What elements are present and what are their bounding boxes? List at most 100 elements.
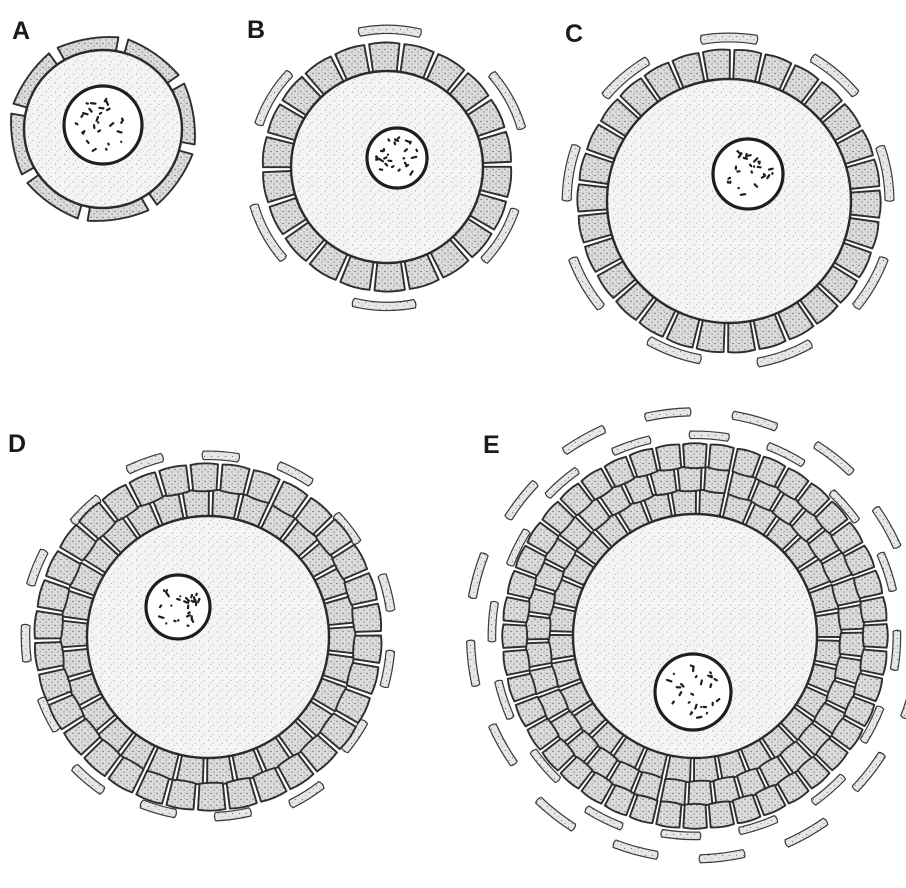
granulosa-cell [263, 137, 294, 167]
granulosa-cell [579, 213, 612, 243]
granulosa-cell [630, 449, 658, 477]
panel-e: E [467, 408, 906, 863]
granulosa-cell [504, 597, 530, 622]
granulosa-cell [577, 184, 608, 211]
granulosa-cell [840, 633, 865, 657]
granulosa-cell [207, 756, 233, 784]
nucleus-a [64, 86, 142, 164]
theca-cell [488, 602, 498, 642]
chromatin-mark [712, 702, 714, 706]
granulosa-cell [688, 781, 712, 806]
chromatin-mark [736, 170, 740, 172]
theca-cell [732, 411, 777, 430]
granulosa-cell [480, 167, 511, 197]
granulosa-cell [220, 465, 249, 495]
theca-cell [563, 426, 606, 455]
granulosa-cell [34, 611, 62, 638]
theca-cell [613, 840, 658, 859]
theca-cell [358, 25, 421, 37]
chromatin-mark [676, 686, 682, 688]
nucleus-d [146, 575, 210, 639]
granulosa-cell [860, 597, 886, 622]
theca-cell [505, 481, 538, 520]
theca-cell [645, 408, 691, 421]
panel-label-e: E [483, 431, 500, 459]
granulosa-cell [678, 466, 702, 491]
granulosa-cell [863, 624, 888, 648]
granulosa-cell [508, 571, 536, 599]
granulosa-cell [39, 669, 71, 701]
granulosa-cell [159, 465, 189, 496]
theca-cell [202, 451, 239, 462]
granulosa-cell [502, 624, 527, 648]
granulosa-cell [198, 783, 226, 811]
granulosa-cell [166, 780, 195, 810]
theca-cell [21, 624, 31, 662]
theca-cell [378, 574, 395, 611]
granulosa-cell [548, 635, 574, 660]
panel-label-b: B [247, 16, 265, 44]
chromatin-mark [735, 165, 738, 170]
granulosa-cell [345, 573, 377, 605]
panel-label-d: D [8, 430, 26, 458]
chromatin-mark [191, 615, 193, 621]
granulosa-cell [353, 636, 381, 663]
granulosa-cell [703, 50, 730, 81]
theca-cell [891, 630, 901, 670]
granulosa-cell [369, 42, 399, 72]
granulosa-cell [630, 795, 658, 823]
theca-cell [814, 442, 854, 476]
granulosa-cell [733, 449, 761, 477]
panel-b: B [247, 16, 526, 311]
granulosa-cell [60, 621, 88, 648]
chromatin-mark [387, 154, 389, 156]
granulosa-cell [479, 132, 511, 163]
theca-cell [873, 507, 901, 549]
panel-c: C [562, 20, 894, 367]
granulosa-cell [850, 191, 881, 218]
panel-label-c: C [565, 20, 583, 48]
granulosa-cell [352, 604, 381, 632]
granulosa-cell [709, 445, 734, 471]
granulosa-cell [728, 321, 755, 352]
theca-cell [489, 724, 517, 766]
oocyte-d [87, 516, 329, 758]
theca-cell [689, 431, 729, 441]
granulosa-cell [709, 801, 734, 827]
granulosa-cell [347, 663, 379, 694]
panel-label-a: A [12, 17, 30, 45]
granulosa-cell [227, 778, 257, 809]
theca-cell [469, 553, 489, 598]
theca-cell [699, 850, 745, 863]
theca-cell [852, 752, 885, 791]
theca-cell [901, 673, 906, 718]
panel-a: A [11, 17, 195, 221]
granulosa-cell [846, 160, 879, 190]
chromatin-mark [692, 667, 694, 672]
granulosa-cell [525, 616, 550, 640]
granulosa-cell [35, 642, 64, 670]
theca-cell [467, 640, 480, 686]
granulosa-cell [183, 490, 209, 518]
theca-cell [661, 830, 701, 840]
granulosa-cell [683, 804, 707, 829]
granulosa-cell [263, 171, 295, 202]
theca-cell [701, 33, 758, 44]
granulosa-cell [815, 613, 841, 638]
granulosa-cell [854, 674, 882, 702]
granulosa-cell [504, 650, 530, 675]
theca-cell [785, 818, 828, 847]
granulosa-cell [860, 650, 886, 675]
granulosa-cell [697, 320, 725, 352]
granulosa-cell [694, 756, 719, 782]
granulosa-cell [656, 445, 681, 471]
granulosa-cell [854, 571, 882, 599]
theca-cell [536, 797, 576, 831]
granulosa-cell [375, 262, 405, 292]
granulosa-cell [683, 443, 707, 468]
theca-cell [380, 650, 394, 687]
panel-d: D [8, 430, 395, 821]
granulosa-cell [656, 801, 681, 827]
granulosa-cell [191, 463, 219, 491]
